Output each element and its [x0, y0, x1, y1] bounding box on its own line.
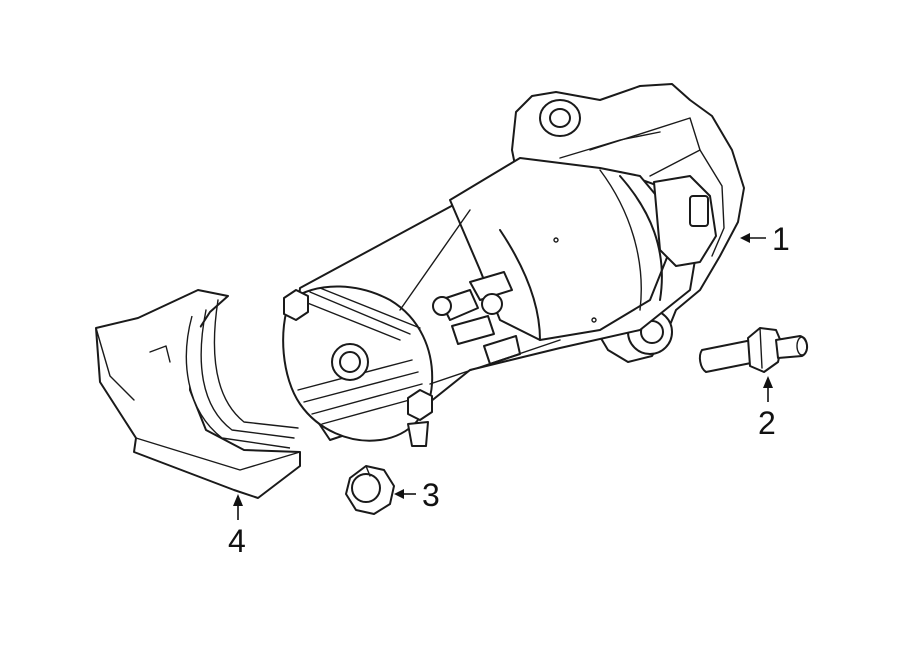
callout-3-label: 3: [422, 477, 440, 513]
stud-bolt[interactable]: [698, 327, 808, 373]
housing-mark: [591, 317, 597, 323]
callout-2: 2: [758, 376, 776, 441]
end-plate-rib: [309, 291, 411, 335]
stud-hex-edge: [759, 327, 763, 369]
shield-inner-curve: [185, 315, 291, 449]
solenoid-band: [599, 169, 642, 311]
solenoid-band: [619, 175, 663, 301]
end-plate-boss-inner: [339, 351, 361, 373]
flange-rib: [589, 117, 701, 177]
callout-2-label: 2: [758, 405, 776, 441]
terminal-nut: [481, 293, 503, 315]
shield-tab: [149, 345, 171, 363]
starter-motor[interactable]: [282, 83, 745, 447]
shield-outer: [95, 289, 301, 499]
stud-long-shank: [698, 339, 757, 373]
flange-top-ear: [539, 99, 581, 137]
flange-rib: [699, 149, 725, 257]
end-plate-rib: [303, 371, 419, 403]
flange-rib: [559, 131, 661, 159]
flange-top-hole: [549, 108, 571, 128]
heat-shield[interactable]: [95, 289, 301, 499]
solenoid-stud: [469, 271, 513, 301]
solenoid-stud: [451, 315, 495, 345]
callout-1: 1: [740, 221, 790, 257]
nut-edge: [365, 465, 371, 477]
callout-1-arrowhead: [740, 233, 750, 243]
shield-edge: [135, 437, 301, 471]
drain-tube: [407, 421, 429, 447]
callout-2-arrowhead: [763, 376, 773, 388]
callout-4-arrowhead: [233, 494, 243, 506]
callout-3: 3: [394, 477, 440, 513]
solenoid-terminal: [689, 195, 709, 227]
end-plate-rib: [311, 383, 423, 415]
end-plate-rib: [299, 299, 401, 341]
housing-mark: [553, 237, 559, 243]
housing-seam: [429, 339, 561, 385]
callout-4: 4: [228, 494, 246, 559]
hex-nut[interactable]: [345, 465, 395, 515]
nut-body: [345, 465, 395, 515]
end-plate-rib: [319, 287, 421, 329]
solenoid-band: [499, 229, 541, 341]
through-bolt-head: [407, 389, 433, 421]
callout-4-label: 4: [228, 523, 246, 559]
housing-seam: [399, 209, 471, 311]
callout-3-arrowhead: [394, 489, 404, 499]
terminal-nut: [432, 296, 452, 316]
nut-face: [351, 473, 381, 503]
end-plate-boss: [331, 343, 369, 381]
shield-inner-curve: [200, 309, 295, 439]
through-bolt-head: [283, 289, 309, 321]
shield-edge: [95, 327, 135, 401]
stud-end: [796, 336, 808, 356]
shield-inner-curve: [213, 299, 299, 429]
callout-1-label: 1: [772, 221, 790, 257]
